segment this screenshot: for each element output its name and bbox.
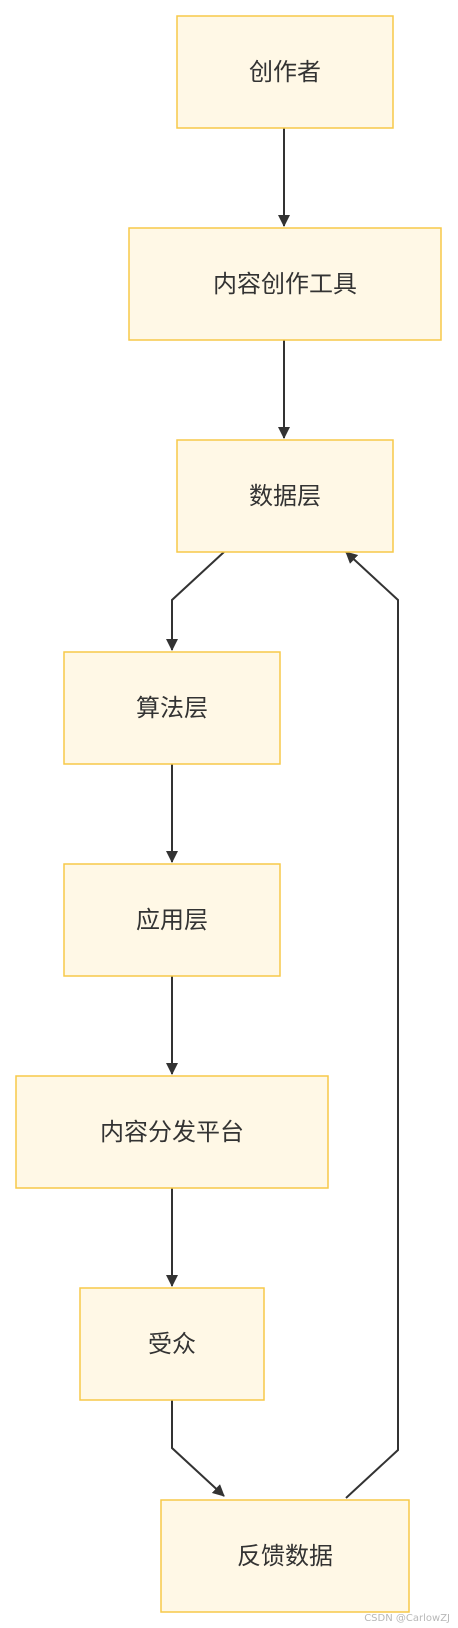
node-tools-box	[128, 227, 442, 341]
node-algo-layer: 算法层	[63, 651, 281, 765]
edges	[166, 128, 399, 1499]
node-algo-layer-box	[63, 651, 281, 765]
node-algo-layer-label: 算法层	[136, 694, 208, 722]
node-tools-label: 内容创作工具	[213, 270, 357, 298]
edge-data-layer-to-algo-layer	[166, 551, 225, 651]
node-platform-box	[15, 1075, 329, 1189]
node-platform: 内容分发平台	[15, 1075, 329, 1189]
node-platform-label: 内容分发平台	[100, 1118, 244, 1146]
node-creator-box	[176, 15, 394, 129]
node-feedback-label: 反馈数据	[237, 1542, 333, 1570]
node-app-layer: 应用层	[63, 863, 281, 977]
node-audience: 受众	[79, 1287, 265, 1401]
node-app-layer-box	[63, 863, 281, 977]
node-app-layer-label: 应用层	[136, 906, 208, 934]
node-feedback-box	[160, 1499, 410, 1613]
node-tools: 内容创作工具	[128, 227, 442, 341]
node-creator: 创作者	[176, 15, 394, 129]
watermark: CSDN @CarlowZJ	[364, 1613, 450, 1624]
node-data-layer: 数据层	[176, 439, 394, 553]
node-audience-box	[79, 1287, 265, 1401]
node-audience-label: 受众	[148, 1330, 196, 1358]
node-feedback: 反馈数据	[160, 1499, 410, 1613]
node-creator-label: 创作者	[249, 58, 321, 86]
edge-feedback-to-data-layer	[345, 551, 399, 1499]
node-data-layer-label: 数据层	[249, 482, 321, 510]
node-data-layer-box	[176, 439, 394, 553]
edge-audience-to-feedback	[171, 1400, 225, 1497]
